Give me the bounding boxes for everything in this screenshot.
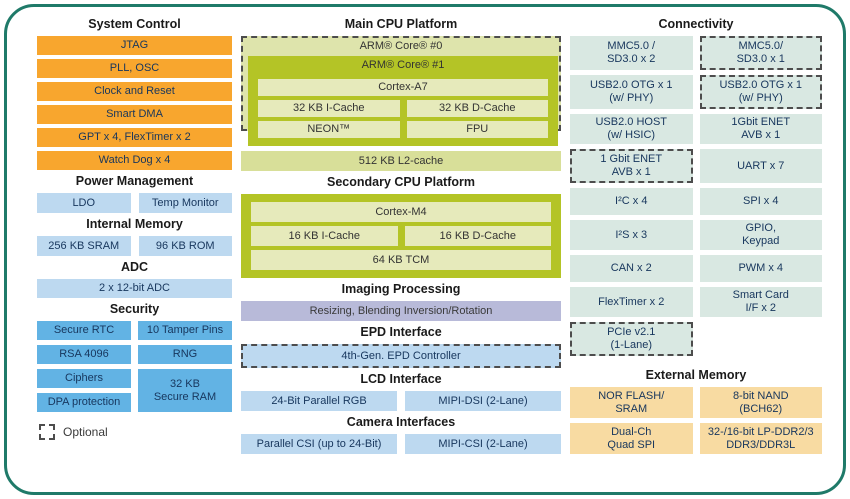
block-ciphers: Ciphers [37, 369, 131, 388]
section-title-connectivity: Connectivity [658, 17, 734, 31]
block-ddr: 32-/16-bit LP-DDR2/3 DDR3/DDR3L [699, 423, 822, 454]
section-title-secondary-cpu: Secondary CPU Platform [327, 175, 475, 189]
section-title-epd: EPD Interface [360, 325, 442, 339]
main-cpu-platform: ARM® Core® #0 ARM® Core® #1 Cortex-A7 32… [241, 36, 561, 146]
block-nand: 8-bit NAND (BCH62) [699, 387, 822, 418]
block-flextimer: FlexTimer x 2 [570, 287, 693, 317]
block-enet-avb: 1Gbit ENET AVB x 1 [699, 114, 822, 144]
section-title-imaging: Imaging Processing [341, 282, 461, 296]
block-parallel-rgb: 24-Bit Parallel RGB [241, 391, 397, 411]
lcd-blocks: 24-Bit Parallel RGB MIPI-DSI (2-Lane) [241, 391, 561, 411]
a7-neon-fpu-row: NEON™ FPU [258, 121, 548, 138]
block-parallel-csi: Parallel CSI (up to 24-Bit) [241, 434, 397, 454]
block-mipi-dsi: MIPI-DSI (2-Lane) [405, 391, 561, 411]
block-fpu: FPU [406, 121, 548, 138]
block-uart: UART x 7 [699, 149, 822, 183]
block-ldo: LDO [37, 193, 131, 213]
arm-core0-label: ARM® Core® #0 [359, 40, 443, 52]
system-control-blocks: JTAG PLL, OSC Clock and Reset Smart DMA … [37, 36, 232, 170]
soc-block-diagram: System Control JTAG PLL, OSC Clock and R… [4, 4, 846, 495]
block-mmc-sd-x1-optional: MMC5.0/ SD3.0 x 1 [699, 36, 822, 70]
arm-core1-label: ARM® Core® #1 [361, 59, 445, 71]
block-smart-card: Smart Card I/F x 2 [699, 287, 822, 317]
section-title-adc: ADC [120, 260, 149, 274]
section-title-lcd: LCD Interface [360, 372, 442, 386]
block-jtag: JTAG [37, 36, 232, 55]
camera-blocks: Parallel CSI (up to 24-Bit) MIPI-CSI (2-… [241, 434, 561, 454]
a7-cache-row: 32 KB I-Cache 32 KB D-Cache [258, 100, 548, 117]
block-pll-osc: PLL, OSC [37, 59, 232, 78]
block-gpio-keypad: GPIO, Keypad [699, 220, 822, 250]
block-mmc-sd-x2: MMC5.0 / SD3.0 x 2 [570, 36, 693, 70]
block-epd-controller: 4th-Gen. EPD Controller [241, 344, 561, 368]
secondary-cpu-platform: Cortex-M4 16 KB I-Cache 16 KB D-Cache 64… [241, 194, 561, 278]
block-usb-host: USB2.0 HOST (w/ HSIC) [570, 114, 693, 144]
block-secure-ram: 32 KB Secure RAM [138, 369, 232, 412]
block-m4-dcache: 16 KB D-Cache [404, 226, 551, 246]
block-adc: 2 x 12-bit ADC [37, 279, 232, 298]
block-usb-otg-optional: USB2.0 OTG x 1 (w/ PHY) [699, 75, 822, 109]
block-neon: NEON™ [258, 121, 400, 138]
block-a7-dcache: 32 KB D-Cache [406, 100, 548, 117]
section-title-external-memory: External Memory [645, 368, 747, 382]
block-a7-icache: 32 KB I-Cache [258, 100, 400, 117]
arm-core1-box: ARM® Core® #1 Cortex-A7 32 KB I-Cache 32… [248, 56, 558, 146]
optional-legend: Optional [37, 424, 232, 440]
block-rng: RNG [138, 345, 232, 364]
power-management-blocks: LDO Temp Monitor [37, 193, 232, 213]
block-tcm: 64 KB TCM [251, 250, 551, 270]
block-rsa: RSA 4096 [37, 345, 131, 364]
optional-legend-label: Optional [63, 425, 108, 439]
block-temp-monitor: Temp Monitor [138, 193, 232, 213]
connectivity-blocks: MMC5.0 / SD3.0 x 2 MMC5.0/ SD3.0 x 1 USB… [570, 36, 822, 356]
block-cortex-a7: Cortex-A7 [258, 79, 548, 96]
block-watchdog: Watch Dog x 4 [37, 151, 232, 170]
section-title-camera: Camera Interfaces [346, 415, 456, 429]
block-usb-otg: USB2.0 OTG x 1 (w/ PHY) [570, 75, 693, 109]
block-cortex-m4: Cortex-M4 [251, 202, 551, 222]
block-pwm: PWM x 4 [699, 255, 822, 282]
block-sram: 256 KB SRAM [37, 236, 131, 256]
block-i2c: I²C x 4 [570, 188, 693, 215]
right-column: Connectivity MMC5.0 / SD3.0 x 2 MMC5.0/ … [570, 15, 822, 486]
internal-memory-blocks: 256 KB SRAM 96 KB ROM [37, 236, 232, 256]
block-pcie-optional: PCIe v2.1 (1-Lane) [570, 322, 693, 356]
block-spi: SPI x 4 [699, 188, 822, 215]
section-title-system-control: System Control [88, 17, 181, 31]
section-title-power-management: Power Management [75, 174, 194, 188]
block-l2-cache: 512 KB L2-cache [241, 151, 561, 171]
section-title-internal-memory: Internal Memory [86, 217, 183, 231]
block-clock-reset: Clock and Reset [37, 82, 232, 101]
block-m4-icache: 16 KB I-Cache [251, 226, 398, 246]
optional-legend-swatch [39, 424, 55, 440]
block-rom: 96 KB ROM [138, 236, 232, 256]
left-column: System Control JTAG PLL, OSC Clock and R… [37, 15, 232, 486]
block-tamper-pins: 10 Tamper Pins [138, 321, 232, 340]
m4-cache-row: 16 KB I-Cache 16 KB D-Cache [251, 226, 551, 246]
block-dpa-protection: DPA protection [37, 393, 131, 412]
block-gpt-flextimer: GPT x 4, FlexTimer x 2 [37, 128, 232, 147]
external-memory-blocks: NOR FLASH/ SRAM 8-bit NAND (BCH62) Dual-… [570, 387, 822, 454]
block-enet-avb-optional: 1 Gbit ENET AVB x 1 [570, 149, 693, 183]
section-title-security: Security [109, 302, 160, 316]
block-i2s: I²S x 3 [570, 220, 693, 250]
security-blocks: Secure RTC 10 Tamper Pins RSA 4096 RNG C… [37, 321, 232, 412]
block-can: CAN x 2 [570, 255, 693, 282]
block-smart-dma: Smart DMA [37, 105, 232, 124]
block-nor-flash: NOR FLASH/ SRAM [570, 387, 693, 418]
block-mipi-csi: MIPI-CSI (2-Lane) [405, 434, 561, 454]
middle-column: Main CPU Platform ARM® Core® #0 ARM® Cor… [241, 15, 561, 486]
block-quad-spi: Dual-Ch Quad SPI [570, 423, 693, 454]
block-secure-rtc: Secure RTC [37, 321, 131, 340]
block-imaging-processing: Resizing, Blending Inversion/Rotation [241, 301, 561, 321]
section-title-main-cpu: Main CPU Platform [344, 17, 458, 31]
